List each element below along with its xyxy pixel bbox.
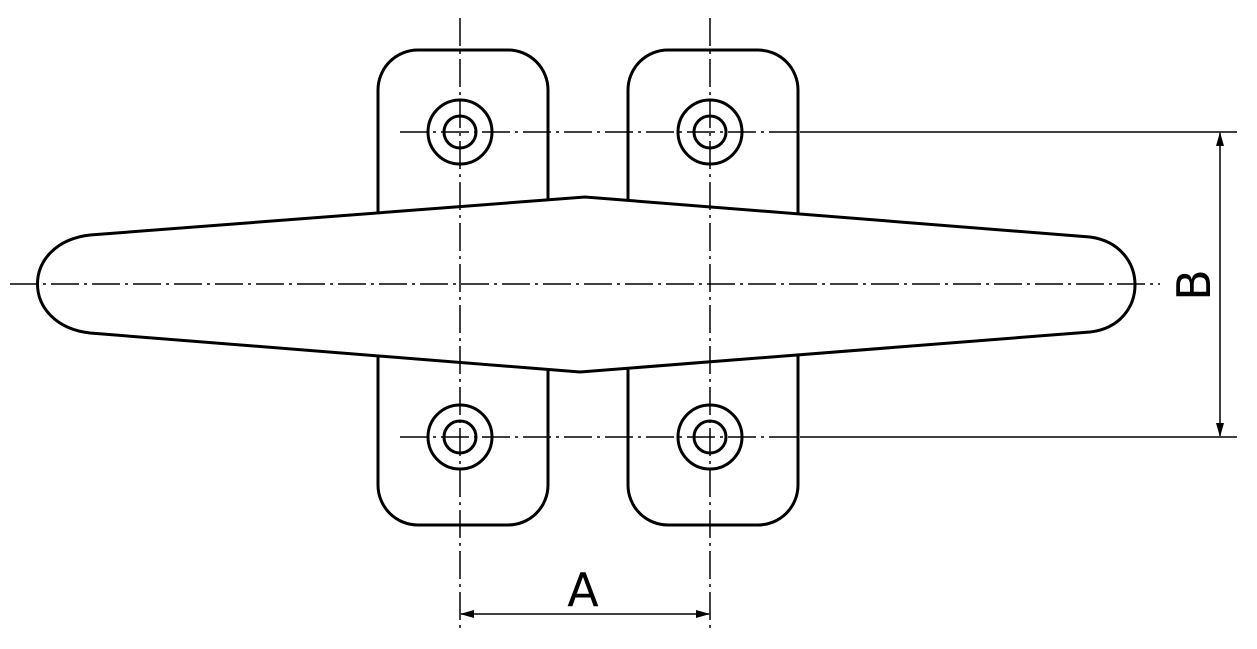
dimension-a-label: A [567, 563, 599, 617]
dimension-b-label: B [1167, 269, 1221, 301]
